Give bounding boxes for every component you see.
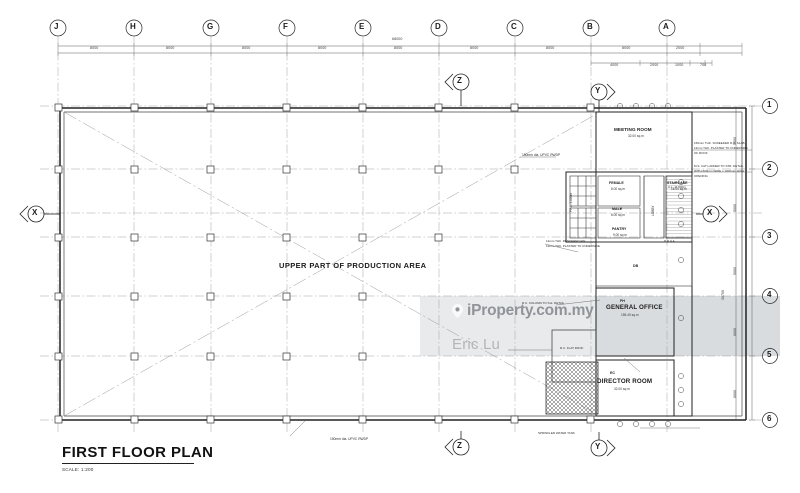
highlight-band bbox=[596, 296, 780, 356]
right-dimension-value: 6000 bbox=[733, 328, 737, 336]
grid-letter-b: B bbox=[587, 22, 593, 31]
room-label-meeting-room: MEETING ROOM bbox=[614, 127, 652, 132]
room-area-pantry: 9.00 sq.m bbox=[613, 233, 627, 237]
section-mark-x-right: X bbox=[707, 208, 713, 217]
grid-number-2: 2 bbox=[767, 163, 772, 172]
room-area-director-room: 32.00 sq.m bbox=[614, 387, 630, 391]
page-title: FIRST FLOOR PLAN bbox=[62, 444, 214, 461]
room-area-staircase: 16.00 sq.m bbox=[671, 187, 687, 191]
section-mark-y-bottom: Y bbox=[595, 442, 601, 451]
grid-letter-j: J bbox=[54, 22, 59, 31]
scale-text: SCALE: 1:200 bbox=[62, 467, 94, 472]
annotation-rc-column: R.C. COLUMN TO S.E. DETAIL bbox=[522, 301, 565, 305]
dimension-value: 8000 bbox=[394, 46, 403, 50]
room-area-male: 8.00 sq.m bbox=[611, 213, 625, 217]
right-dimension-value: 5000 bbox=[733, 267, 737, 275]
grid-letter-e: E bbox=[359, 22, 365, 31]
annotation-ceiling-level: C.L. 11.500m bbox=[668, 185, 686, 189]
annotation-roof-note-2: 12mm THK. PLASTER TO UNDERSIDE bbox=[694, 146, 748, 150]
grid-letter-g: G bbox=[207, 22, 214, 31]
annotation-rc-flat-roof: R.C. FLAT ROOF bbox=[560, 346, 584, 350]
annotation-wall-note-2: 12mm THK. PLASTER TO UNDERSIDE bbox=[546, 244, 600, 248]
room-label-male: MALE bbox=[612, 207, 623, 211]
annotation-ladder-note-3: OPENING bbox=[694, 174, 708, 178]
room-label-female: FEMALE bbox=[609, 181, 624, 185]
grid-letter-d: D bbox=[435, 22, 441, 31]
annotation-dp-fa: D.P. F.A. bbox=[664, 239, 676, 243]
room-area-general-office: 155.40 sq.m bbox=[621, 313, 639, 317]
grid-letter-h: H bbox=[130, 22, 136, 31]
annotation-roof-note-1: 150mm THK. SCREEDED R.C. SLAB bbox=[694, 141, 745, 145]
right-dimension-value: 6000 bbox=[733, 390, 737, 398]
annotation-wall-note-1: 12mm THK. RENDERED FIN. bbox=[546, 239, 587, 243]
dimension-value: 8000 bbox=[546, 46, 555, 50]
room-area-female: 8.00 sq.m bbox=[611, 187, 625, 191]
annotation-sprinkler-tank: SPRINKLER WATER TANK bbox=[538, 431, 575, 435]
grid-letter-c: C bbox=[511, 22, 517, 31]
grid-number-3: 3 bbox=[767, 231, 772, 240]
section-mark-x-left: X bbox=[32, 208, 38, 217]
dimension-value: 8000 bbox=[318, 46, 327, 50]
sprinkler-tank-hatch bbox=[545, 361, 599, 415]
sub-dimension-value: 2000 bbox=[650, 63, 659, 67]
annotation-rwdp-mid: 150mm dia. UPVC RWDP bbox=[522, 153, 561, 157]
label-db: DB bbox=[633, 264, 639, 268]
annotation-roof-note-3: OF ROOF bbox=[694, 151, 708, 155]
right-dimension-value: 5000 bbox=[733, 204, 737, 212]
room-label-staircase: STAIRCASE bbox=[667, 181, 688, 185]
room-label-general-office: GENERAL OFFICE bbox=[606, 304, 663, 311]
grid-number-6: 6 bbox=[767, 414, 772, 423]
dimension-value: 8000 bbox=[622, 46, 631, 50]
section-mark-y-top: Y bbox=[595, 86, 601, 95]
grid-letter-f: F bbox=[283, 22, 288, 31]
annotation-ladder-note-2: WITH 600mm WIDE x 1200mm HIGH bbox=[694, 169, 745, 173]
dimension-value: 8000 bbox=[166, 46, 175, 50]
grid-letter-a: A bbox=[663, 22, 669, 31]
right-dimension-overall: 30700 bbox=[721, 290, 725, 300]
room-label-lobby: LOBBY bbox=[651, 205, 655, 216]
annotation-rwdp-bottom: 150mm dia. UPVC RWDP bbox=[330, 437, 369, 441]
dimension-value: 8000 bbox=[90, 46, 99, 50]
room-label-pantry: PANTRY bbox=[612, 227, 627, 231]
section-mark-z-top: Z bbox=[457, 76, 462, 85]
sub-dimension-value: 4000 bbox=[610, 63, 619, 67]
title-block: FIRST FLOOR PLAN SCALE: 1:200 bbox=[62, 444, 213, 472]
room-label-director-room: DIRECTOR ROOM bbox=[597, 378, 653, 385]
staircase-hatch bbox=[665, 175, 693, 239]
section-mark-z-bottom: Z bbox=[457, 441, 462, 450]
sub-dimension-value: 1000 bbox=[675, 63, 684, 67]
room-area-meeting-room: 32.00 sq.m bbox=[628, 134, 644, 138]
dimension-overall: 68000 bbox=[392, 37, 403, 41]
annotation-ladder-note-1: M.S. CAT LADDER TO STR. DETAIL bbox=[694, 164, 744, 168]
highlight-band-left bbox=[420, 296, 596, 356]
dimension-value: 8000 bbox=[470, 46, 479, 50]
room-label-production-area: UPPER PART OF PRODUCTION AREA bbox=[279, 261, 427, 270]
grid-number-5: 5 bbox=[767, 350, 772, 359]
sub-dimension-value: 700 bbox=[700, 63, 707, 67]
label-ec: EC bbox=[610, 371, 615, 375]
annotation-ffl: F.F.L. 4.000m bbox=[569, 192, 573, 212]
grid-number-1: 1 bbox=[767, 100, 772, 109]
dimension-value: 2000 bbox=[676, 46, 685, 50]
label-fh: FH bbox=[620, 299, 625, 303]
grid-number-4: 4 bbox=[767, 290, 772, 299]
dimension-value: 8000 bbox=[242, 46, 251, 50]
title-underline bbox=[62, 463, 194, 464]
